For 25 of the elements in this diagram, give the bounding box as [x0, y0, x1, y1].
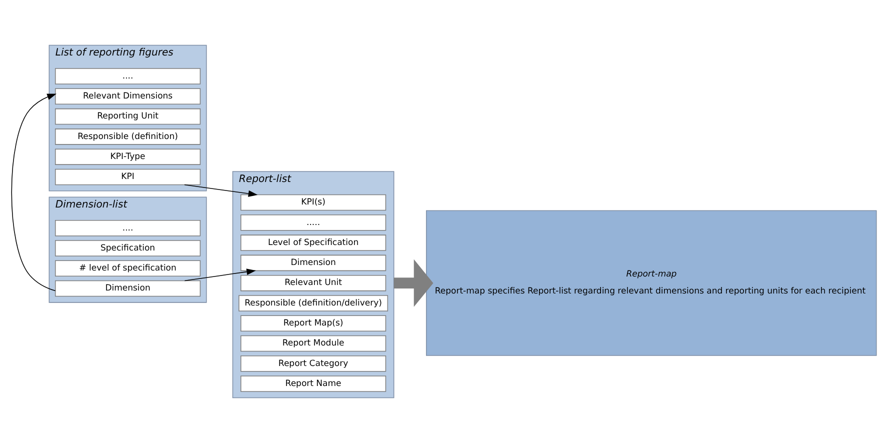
node-box: Relevant Dimensions: [54, 88, 201, 104]
node-box: Report Category: [240, 355, 386, 372]
arrow: [184, 184, 258, 196]
node-box: ....: [54, 219, 201, 236]
node-box: Specification: [54, 240, 201, 256]
node-box: Reporting Unit: [54, 108, 201, 124]
node-box: Report Module: [240, 334, 386, 352]
node-box: KPI-Type: [54, 148, 201, 164]
node-box: # level of specification: [54, 260, 201, 276]
node-box: Report Map(s): [240, 314, 386, 331]
node-box: ....: [54, 68, 201, 84]
node-box: Level of Specification: [240, 234, 386, 250]
node-box: KPI: [54, 168, 201, 185]
node-box: Relevant Unit: [240, 274, 386, 291]
node-box: Responsible (definition/delivery): [238, 294, 388, 311]
arrow: [11, 93, 56, 291]
arrow: [394, 258, 434, 306]
node-box: Report-map Report-map specifies Report-list regarding relevant dimensions and reporting units for each recipient: [426, 210, 877, 356]
node-box: Dimension: [240, 254, 386, 271]
node-box: Responsible (definition): [54, 128, 201, 144]
arrow: [184, 268, 256, 281]
node-box: .....: [240, 214, 386, 230]
node-box: Dimension: [54, 280, 201, 296]
node-box: Report Name: [240, 375, 386, 392]
node-box: KPI(s): [240, 194, 386, 210]
